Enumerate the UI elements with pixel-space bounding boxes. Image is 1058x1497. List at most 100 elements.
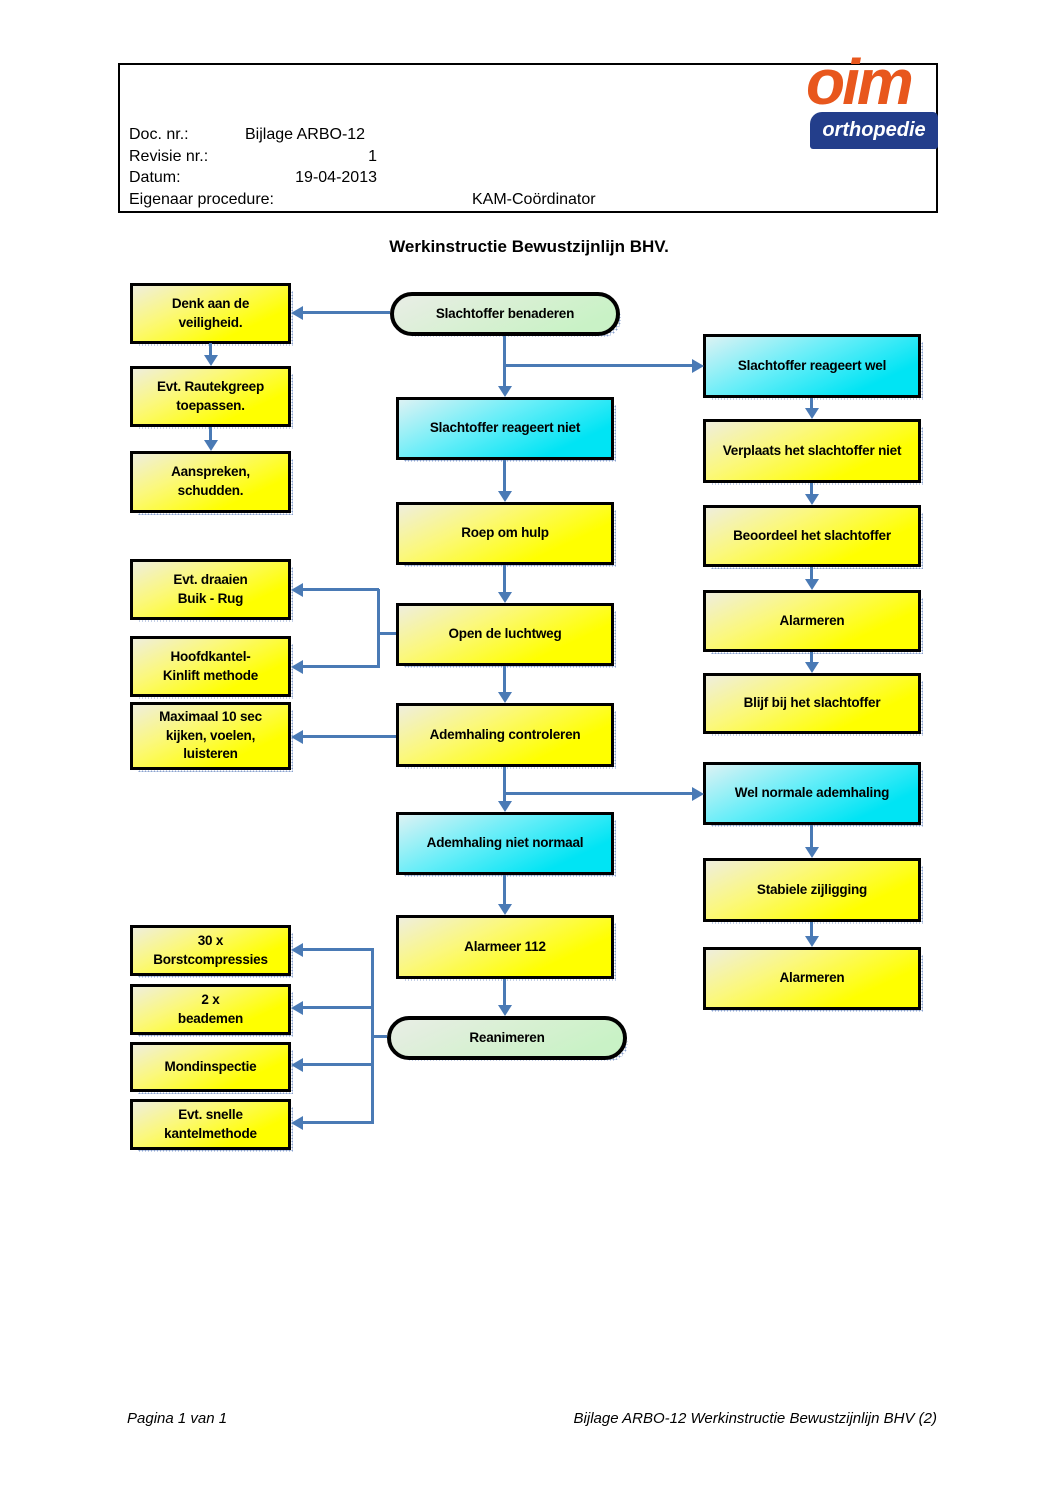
page-title: Werkinstructie Bewustzijnlijn BHV. <box>389 237 669 256</box>
connector-line <box>301 311 390 314</box>
flow-node-rautekgreep: Evt. Rautekgreep toepassen. <box>130 366 293 429</box>
flow-node-blijf-bij-slachtoffer: Blijf bij het slachtoffer <box>703 673 923 736</box>
connector-arrowhead <box>805 936 819 947</box>
connector-arrowhead <box>805 494 819 505</box>
node-label: Mondinspectie <box>164 1058 257 1074</box>
flow-node-ademhaling-niet-normaal: Ademhaling niet normaal <box>396 812 616 877</box>
connector-arrowhead <box>805 408 819 419</box>
connector-arrowhead <box>291 730 303 744</box>
connector-arrowhead <box>498 1005 512 1016</box>
connector-arrowhead <box>498 801 512 812</box>
connector-line <box>503 767 506 801</box>
node-label: Slachtoffer reageert wel <box>737 357 887 373</box>
node-label: Alarmeren <box>779 970 845 986</box>
flow-node-maximaal-10-sec: Maximaal 10 sec kijken, voelen, luistere… <box>130 702 293 772</box>
connector-line <box>377 589 380 668</box>
connector-line <box>301 665 379 668</box>
connector-line <box>503 460 506 491</box>
connector-line <box>810 483 813 494</box>
connector-arrowhead <box>291 1001 303 1015</box>
connector-line <box>301 1006 373 1009</box>
node-label: Ademhaling niet normaal <box>426 835 584 851</box>
node-label: Evt. draaien Buik - Rug <box>173 571 248 606</box>
node-label: Verplaats het slachtoffer niet <box>722 442 902 458</box>
connector-line <box>503 364 693 367</box>
oim-logo: oim orthopedie <box>800 50 942 150</box>
connector-arrowhead <box>204 355 218 366</box>
logo-tagline-text: orthopedie <box>822 119 926 141</box>
footer-page-number: Pagina 1 van 1 <box>127 1410 228 1427</box>
connector-line <box>810 567 813 579</box>
flow-node-wel-normale-ademhaling: Wel normale ademhaling <box>703 762 923 827</box>
node-label: Hoofdkantel- Kinlift methode <box>162 648 259 683</box>
datum-value: 19-04-2013 <box>295 169 377 186</box>
node-label: Slachtoffer reageert niet <box>429 420 581 436</box>
connector-arrowhead <box>692 359 704 373</box>
connector-line <box>503 792 693 795</box>
connector-line <box>503 565 506 592</box>
footer-document-reference: Bijlage ARBO-12 Werkinstructie Bewustzij… <box>573 1410 937 1427</box>
connector-line <box>810 825 813 847</box>
flow-node-alarmeren-2: Alarmeren <box>703 947 923 1012</box>
connector-arrowhead <box>291 660 303 674</box>
node-label: Blijf bij het slachtoffer <box>743 695 881 711</box>
connector-arrowhead <box>805 662 819 673</box>
doc-nr-value: Bijlage ARBO-12 <box>245 126 366 143</box>
node-label: Evt. Rautekgreep toepassen. <box>156 378 265 413</box>
connector-line <box>503 979 506 1005</box>
flow-node-roep-om-hulp: Roep om hulp <box>396 502 616 567</box>
connector-arrowhead <box>291 306 303 320</box>
datum-label: Datum: <box>129 169 181 186</box>
flow-node-alarmeer-112: Alarmeer 112 <box>396 915 616 981</box>
flow-node-reanimeren: Reanimeren <box>387 1016 628 1061</box>
revisie-value: 1 <box>368 148 377 165</box>
eigenaar-value: KAM-Coördinator <box>472 191 596 208</box>
connector-line <box>301 588 379 591</box>
node-label: Beoordeel het slachtoffer <box>733 527 891 543</box>
node-label: Aanspreken, schudden. <box>171 464 250 498</box>
flow-node-2x-beademen: 2 x beademen <box>130 984 293 1037</box>
flow-node-slachtoffer-reageert-niet: Slachtoffer reageert niet <box>396 397 616 462</box>
flow-node-aanspreken-schudden: Aanspreken, schudden. <box>130 451 293 515</box>
connector-line <box>301 1063 373 1066</box>
flow-node-denk-aan-de-veiligheid: Denk aan de veiligheid. <box>130 283 293 346</box>
connector-arrowhead <box>204 440 218 451</box>
connector-arrowhead <box>805 847 819 858</box>
flow-node-30x-borstcompressies: 30 x Borstcompressies <box>130 925 293 978</box>
flow-node-open-de-luchtweg: Open de luchtweg <box>396 603 616 668</box>
node-label: Open de luchtweg <box>448 626 562 642</box>
connector-arrowhead <box>498 904 512 915</box>
node-label: Alarmeer 112 <box>464 938 546 954</box>
document-header: Doc. nr.: Bijlage ARBO-12 Revisie nr.: 1… <box>118 63 938 213</box>
flow-node-evt-snelle-kantelmethode: Evt. snelle kantelmethode <box>130 1099 293 1152</box>
connector-line <box>379 632 396 635</box>
flow-node-alarmeren-1: Alarmeren <box>703 590 923 654</box>
connector-line <box>503 336 506 386</box>
node-label: Denk aan de veiligheid. <box>171 295 250 330</box>
flow-node-beoordeel-slachtoffer: Beoordeel het slachtoffer <box>703 505 923 569</box>
connector-arrowhead <box>291 1058 303 1072</box>
connector-line <box>373 1035 387 1038</box>
node-label: Stabiele zijligging <box>756 881 868 897</box>
node-label: Maximaal 10 sec kijken, voelen, luistere… <box>159 708 262 762</box>
connector-line <box>810 922 813 936</box>
connector-line <box>810 398 813 408</box>
flow-node-mondinspectie: Mondinspectie <box>130 1042 293 1094</box>
connector-arrowhead <box>291 1116 303 1130</box>
node-label: Wel normale ademhaling <box>734 785 890 801</box>
node-label: Reanimeren <box>469 1029 545 1045</box>
connector-line <box>503 666 506 692</box>
flow-node-slachtoffer-benaderen: Slachtoffer benaderen <box>390 292 621 337</box>
eigenaar-label: Eigenaar procedure: <box>129 191 274 208</box>
revisie-label: Revisie nr.: <box>129 148 209 165</box>
flow-node-hoofdkantel-kinlift: Hoofdkantel- Kinlift methode <box>130 636 293 699</box>
connector-arrowhead <box>291 943 303 957</box>
connector-arrowhead <box>291 583 303 597</box>
connector-line <box>301 735 396 738</box>
flow-node-slachtoffer-reageert-wel: Slachtoffer reageert wel <box>703 334 923 400</box>
node-label: 30 x Borstcompressies <box>153 932 268 967</box>
node-label: Roep om hulp <box>461 525 549 541</box>
connector-arrowhead <box>498 692 512 703</box>
flow-node-verplaats-niet: Verplaats het slachtoffer niet <box>703 419 923 485</box>
